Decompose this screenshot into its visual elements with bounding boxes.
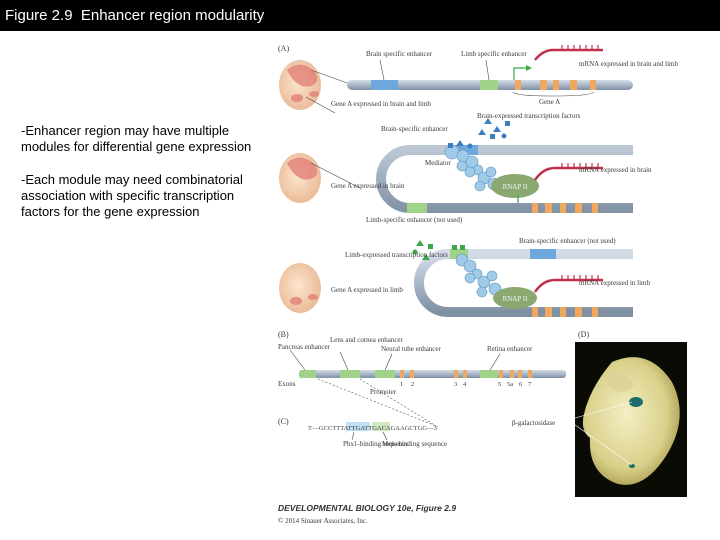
lens-enhancer-box (340, 370, 360, 378)
label-mrna-limb: mRNA expressed in limb (579, 279, 650, 287)
svg-text:5: 5 (498, 381, 501, 388)
exons-top (515, 80, 596, 90)
figure-credit-copyright: © 2014 Sinauer Associates, Inc. (278, 517, 368, 525)
label-retina-enhancer: Retina enhancer (487, 345, 533, 353)
panel-a-label: (A) (278, 44, 289, 53)
limb-enhancer-middle (407, 203, 427, 213)
mediator-complex-bottom (455, 253, 502, 298)
svg-text:7: 7 (528, 381, 532, 388)
label-limb-enhancer: Limb specific enhancer (461, 50, 527, 58)
label-beta-gal: β-galactosidase (512, 419, 555, 427)
neural-enhancer-box (375, 370, 395, 378)
brain-enhancer-middle (454, 145, 478, 155)
limb-enhancer-bottom (450, 249, 468, 259)
svg-text:3: 3 (454, 381, 457, 388)
panel-a-middle: RNAP II Mediator mRNA expressed in brain… (279, 140, 652, 224)
panel-d: (D) β-galactosidase (512, 330, 687, 497)
panel-d-label: (D) (578, 330, 589, 339)
label-limb-unused: Limb-specific enhancer (not used) (366, 216, 463, 224)
caption-embryo-brain: Gene A expressed in brain (331, 182, 405, 190)
dna-loop-bottom (414, 249, 633, 317)
svg-text:6: 6 (519, 381, 523, 388)
mrna-top (534, 45, 603, 61)
panel-a-top: (A) (278, 44, 678, 139)
embryo-limb (279, 263, 321, 313)
label-pbx: Pbx1-binding sequence (343, 440, 409, 448)
meis-site-highlight (372, 422, 390, 431)
label-rnap-middle: RNAP II (503, 183, 528, 191)
rnap-middle (491, 174, 539, 198)
label-meis: Meis-binding sequence (382, 440, 447, 448)
label-brain-unused: Brain-specific enhancer (not used) (519, 237, 616, 245)
embryo-brain (279, 153, 321, 203)
bound-brain-factors (448, 140, 473, 149)
embryo-brain-limb (279, 60, 321, 110)
limb-stain-spot (629, 464, 635, 468)
label-mrna-brain-limb: mRNA expressed in brain and limb (579, 60, 678, 68)
pbx-site-highlight (346, 422, 370, 431)
panel-c-label: (C) (278, 417, 289, 426)
exon-numbers: 1 2 3 4 5 5a 6 7 (400, 381, 532, 388)
exon-boxes-b (400, 370, 532, 378)
bullet-combinatorial: -Each module may need combinatorial asso… (21, 172, 243, 219)
label-brain-enhancer: Brain specific enhancer (366, 50, 433, 58)
brain-enhancer-top (371, 80, 398, 90)
label-neural-enhancer: Neural tube enhancer (381, 345, 442, 353)
panel-a-bottom: RNAP II Brain-specific enhancer (not use… (279, 237, 650, 317)
label-pancreas-enhancer: Pancreas enhancer (278, 343, 331, 351)
rnap-bottom (493, 287, 537, 309)
panel-b: (B) Pancreas enhancer Lens and cornea en… (278, 330, 566, 427)
label-mediator: Mediator (425, 159, 451, 167)
dna-strand-b (299, 370, 566, 378)
label-exons: Exons (278, 380, 296, 388)
retina-enhancer-box (480, 370, 498, 378)
label-brain-factors: Brain-specific enhancer (381, 125, 448, 133)
svg-text:1: 1 (400, 381, 403, 388)
mrna-middle (534, 163, 603, 181)
label-mrna-brain: mRNA expressed in brain (579, 166, 652, 174)
mrna-bottom (534, 275, 603, 293)
svg-text:2: 2 (411, 381, 414, 388)
caption-embryo-limb: Gene A expressed in limb (331, 286, 403, 294)
figure-credit-book: DEVELOPMENTAL BIOLOGY 10e, Figure 2.9 (278, 503, 456, 513)
bullet-modules: -Enhancer region may have multiple modul… (21, 123, 252, 154)
label-brain-expressed-factors: Brain-expressed transcription factors (477, 112, 581, 120)
label-limb-factors: Limb-expressed transcription factors (345, 251, 448, 259)
pancreas-enhancer-box (300, 370, 316, 378)
lens-stain-spot (629, 397, 643, 407)
limb-enhancer-top (480, 80, 498, 90)
label-promoter: Promoter (370, 388, 397, 396)
svg-text:4: 4 (463, 381, 467, 388)
stained-embryo (582, 357, 680, 485)
exons-middle (532, 203, 598, 213)
exons-bottom (532, 307, 598, 317)
slide-title-bar: Figure 2.9 Enhancer region modularity (0, 0, 720, 31)
sequence-text: 5'—GCCTTTATTGATTGACAGAAGCTGG—3' (308, 425, 438, 432)
slide-title: Figure 2.9 Enhancer region modularity (5, 7, 265, 24)
label-lens-enhancer: Lens and cornea enhancer (330, 336, 404, 344)
brain-factor-glyphs (478, 118, 510, 139)
limb-factor-glyphs (412, 240, 465, 260)
panel-b-label: (B) (278, 330, 289, 339)
svg-text:5a: 5a (507, 381, 513, 388)
label-rnap-bottom: RNAP II (503, 295, 528, 303)
panel-c: (C) 5'—GCCTTTATTGATTGACAGAAGCTGG—3' Pbx1… (278, 417, 447, 448)
caption-embryo-brain-limb: Gene A expressed in brain and limb (331, 100, 431, 108)
brain-enhancer-bottom (530, 249, 556, 259)
label-gene-a-top: Gene A (539, 98, 560, 106)
dna-loop-middle (376, 145, 633, 213)
